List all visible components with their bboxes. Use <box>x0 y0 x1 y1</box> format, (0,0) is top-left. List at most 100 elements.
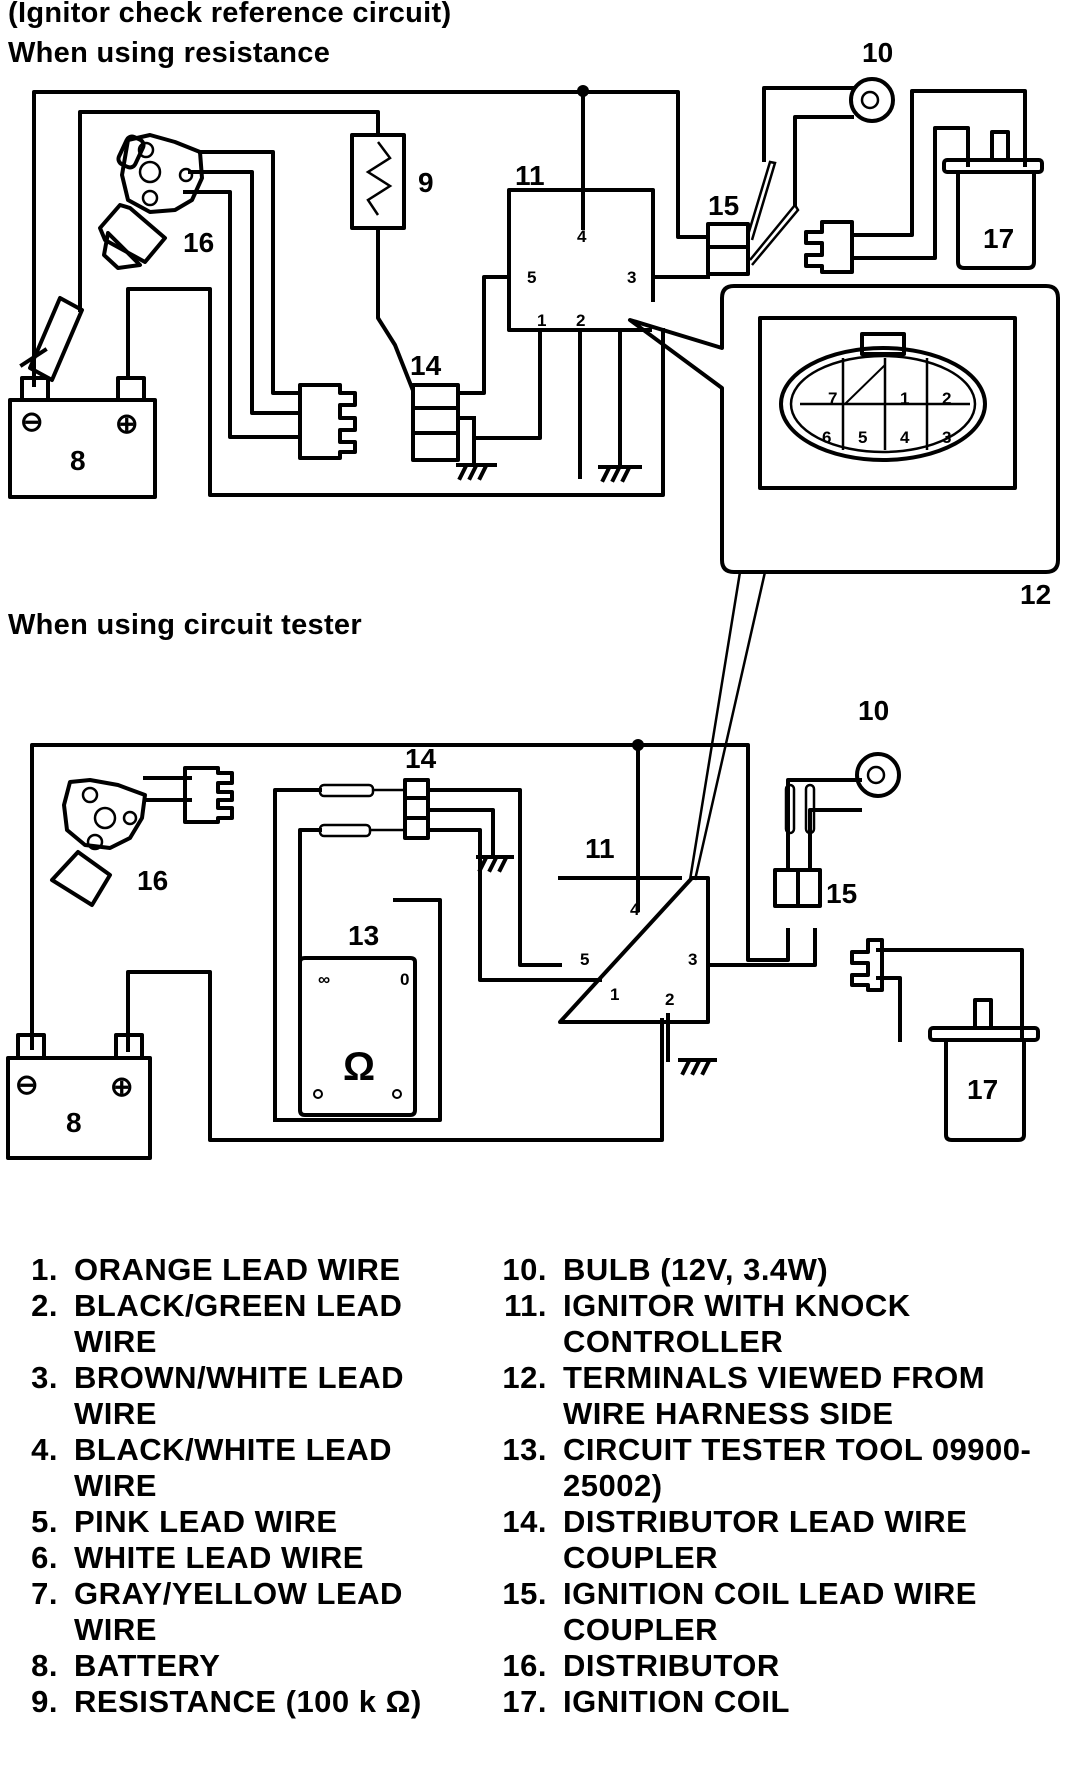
circuit-tester-icon: ∞ 0 Ω <box>298 956 417 1117</box>
legend-item: 17.IGNITION COIL <box>502 1684 790 1719</box>
ignitor-pin-5: 5 <box>527 268 536 287</box>
label-15: 15 <box>826 878 857 909</box>
wire-battery-pos-2 <box>126 970 664 1142</box>
coil-connector <box>850 938 884 992</box>
terminal-3: 3 <box>942 428 951 447</box>
label-10: 10 <box>858 695 889 726</box>
legend-item: 16.DISTRIBUTOR <box>502 1648 780 1683</box>
wire-pin3-bottom <box>706 928 817 967</box>
bulb-icon <box>855 752 901 798</box>
wire-top-bus <box>32 90 710 387</box>
diagram-title: (Ignitor check reference circuit) <box>8 0 452 29</box>
circuit-tester: ⊖ ⊕ 8 16 14 <box>6 695 1040 1160</box>
wire-resistance-to-14 <box>376 226 415 391</box>
dist-lead-coupler <box>411 383 460 462</box>
legend-item: 15.IGNITION COIL LEAD WIRE COUPLER <box>502 1576 977 1647</box>
ground-icon <box>476 855 514 873</box>
ignitor-pin-3: 3 <box>627 268 636 287</box>
probe-lead <box>784 783 796 835</box>
legend-item: 5.PINK LEAD WIRE <box>31 1504 338 1539</box>
wire-14-to-5-b <box>426 788 562 967</box>
wire-bulb-b2 <box>808 808 862 872</box>
label-11: 11 <box>585 833 615 864</box>
wire-battery-pos <box>126 287 665 497</box>
tester-probe <box>318 823 372 838</box>
label-16: 16 <box>137 865 168 896</box>
connector-face <box>779 346 987 462</box>
battery-negative-icon: ⊖ <box>15 1069 38 1100</box>
terminal-callout <box>628 284 1060 574</box>
wire-dist-c <box>183 190 302 439</box>
ground-icon <box>598 465 642 483</box>
ignitor-box <box>558 876 710 1024</box>
ignitor-pin-1: 1 <box>537 311 546 330</box>
coil-connector <box>804 220 854 274</box>
section-heading-resistance: When using resistance <box>8 37 331 69</box>
wire-14-to-1-b <box>426 828 602 982</box>
distributor-icon <box>50 778 147 907</box>
ignitor-pin-4: 4 <box>577 227 587 246</box>
wire-tester-lower <box>273 898 442 1122</box>
legend-item: 6.WHITE LEAD WIRE <box>31 1540 364 1575</box>
battery: ⊖ ⊕ 8 <box>8 376 157 499</box>
wire-bulb-a2 <box>786 778 862 872</box>
terminal-6: 6 <box>822 428 831 447</box>
distributor-icon <box>98 133 204 270</box>
probe-clip <box>28 296 84 382</box>
ground-icon <box>678 1058 717 1076</box>
terminal-1: 1 <box>900 389 909 408</box>
resistor-zigzag <box>365 141 393 216</box>
label-15: 15 <box>708 190 739 221</box>
legend-item: 7.GRAY/YELLOW LEAD WIRE <box>31 1576 403 1647</box>
wire-tester-left <box>273 788 322 1122</box>
probe-lead <box>746 160 777 241</box>
wire-bottom-bus <box>30 743 790 1050</box>
label-16: 16 <box>183 227 214 258</box>
tester-probe <box>318 783 375 798</box>
battery-positive-icon: ⊕ <box>110 1071 133 1102</box>
ignitor-pin-5: 5 <box>580 950 589 969</box>
legend-right: 10.BULB (12V, 3.4W) 11.IGNITOR WITH KNOC… <box>492 1252 1072 1720</box>
label-17: 17 <box>983 223 1014 254</box>
label-8: 8 <box>66 1107 82 1138</box>
legend-item: 10.BULB (12V, 3.4W) <box>502 1252 829 1287</box>
legend-item: 11.IGNITOR WITH KNOCK CONTROLLER <box>504 1288 911 1359</box>
label-14: 14 <box>405 743 437 774</box>
probe-lead <box>749 202 800 266</box>
wire-coil-b2 <box>876 976 902 1042</box>
bulb-icon <box>849 77 895 123</box>
label-14: 14 <box>410 350 442 381</box>
wire-bulb-b <box>793 115 854 207</box>
wire-14-ground-b <box>426 808 495 857</box>
wire-coil-b <box>851 126 970 260</box>
probe-lead <box>804 783 816 835</box>
ohm-symbol: Ω <box>343 1045 375 1089</box>
ignitor-pin-3: 3 <box>688 950 697 969</box>
dist-lead-coupler <box>403 778 430 840</box>
ignition-coil-icon <box>942 130 1044 270</box>
terminal-2: 2 <box>942 389 951 408</box>
legend-item: 1.ORANGE LEAD WIRE <box>31 1252 401 1287</box>
resistor-icon <box>350 133 406 230</box>
wire-bulb-a <box>762 86 854 162</box>
wire-dist-a <box>198 150 302 395</box>
legend-item: 12.TERMINALS VIEWED FROM WIRE HARNESS SI… <box>502 1360 986 1431</box>
label-9: 9 <box>418 167 434 198</box>
label-10: 10 <box>862 37 893 68</box>
junction-dot <box>577 85 589 97</box>
ignition-coil-icon <box>928 998 1040 1142</box>
label-12: 12 <box>1020 579 1051 610</box>
label-8: 8 <box>70 445 86 476</box>
junction-dot <box>632 739 644 751</box>
wire-coil-a <box>851 89 1027 237</box>
tester-zero-mark: 0 <box>400 970 409 989</box>
section-heading-circuit-tester: When using circuit tester <box>8 609 362 641</box>
battery-negative-icon: ⊖ <box>20 406 43 437</box>
tester-infinity-icon: ∞ <box>318 970 330 989</box>
terminal-5: 5 <box>858 428 867 447</box>
wire-resistance-loop <box>78 110 380 312</box>
distributor-coupler <box>183 766 234 824</box>
ground-icon <box>456 463 497 481</box>
wire-dist-b <box>188 170 302 415</box>
